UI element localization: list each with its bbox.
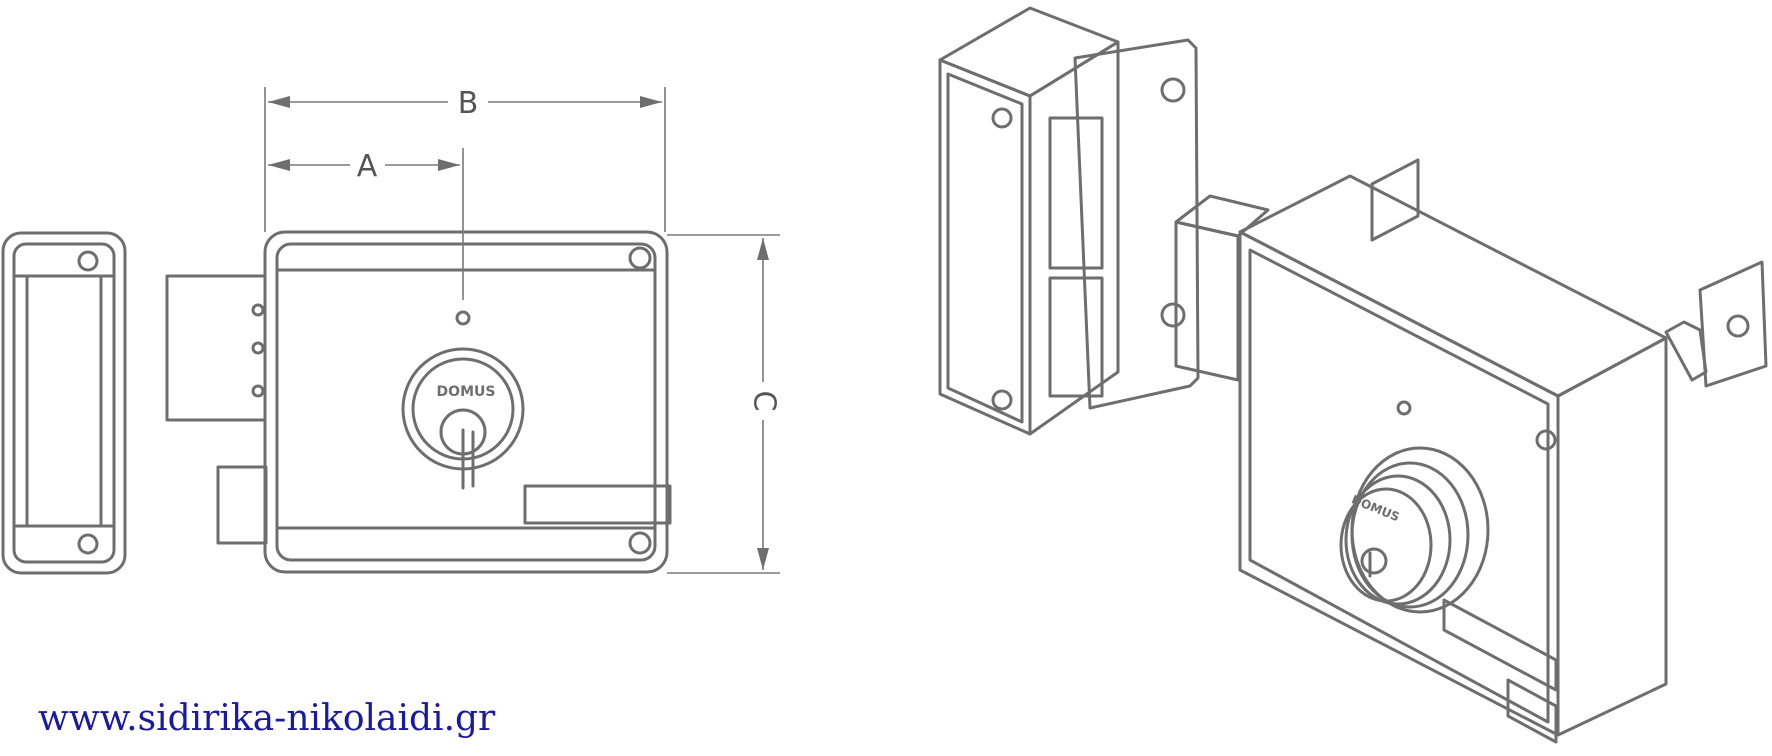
- strike-plate-iso: [938, 6, 1200, 436]
- cylinder-brand-logo: DOMUS: [437, 384, 496, 400]
- lock-body-front: [263, 230, 672, 574]
- bolt-housing: [165, 274, 268, 545]
- strike-plate-front: [1, 231, 127, 575]
- dimension-lines: [264, 87, 780, 574]
- lock-body-iso: [1174, 158, 1668, 744]
- website-url[interactable]: www.sidirika-nikolaidi.gr: [38, 698, 496, 739]
- dimension-label-c: C: [747, 391, 782, 412]
- key-cylinder-front: DOMUS: [401, 347, 525, 490]
- cylinder-brand-logo-iso: DOMUS: [1349, 492, 1401, 524]
- dimension-label-b: B: [458, 86, 479, 121]
- key-cylinder-iso: DOMUS: [1339, 446, 1490, 614]
- key-iso: [1664, 260, 1768, 388]
- dimension-label-a: A: [357, 149, 378, 184]
